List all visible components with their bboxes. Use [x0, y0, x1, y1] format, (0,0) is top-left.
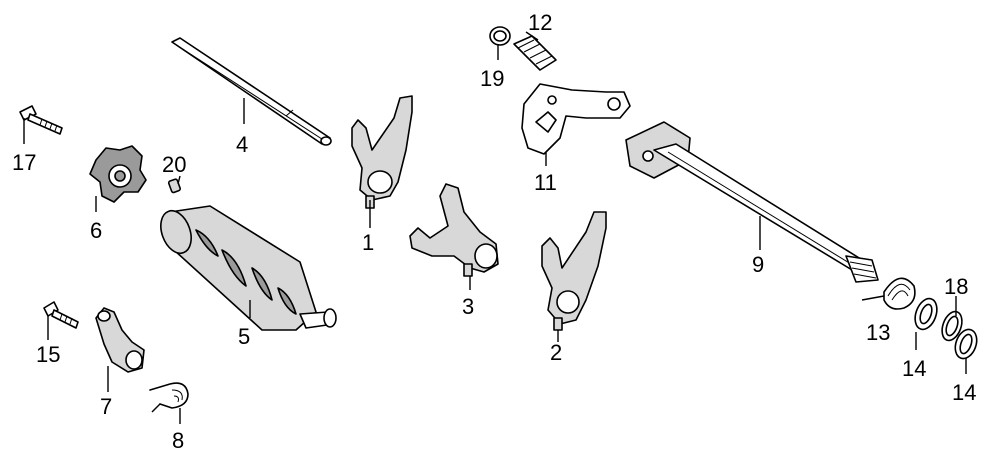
callout-3: 3 — [462, 294, 474, 319]
callout-12: 12 — [528, 10, 552, 35]
callout-14-a: 14 — [902, 356, 926, 381]
callout-20: 20 — [162, 152, 186, 177]
callout-labels: 4 17 6 20 5 1 3 2 19 12 11 9 13 14 18 14… — [12, 10, 976, 453]
part-14-washer-b — [954, 328, 978, 360]
callout-6: 6 — [90, 218, 102, 243]
callout-1: 1 — [362, 230, 374, 255]
part-8-stopper-spring — [149, 382, 189, 413]
callout-15: 15 — [36, 342, 60, 367]
part-7-drum-stopper-arm — [95, 307, 145, 373]
part-11-stopper-arm — [521, 83, 631, 155]
callout-7: 7 — [100, 394, 112, 419]
callout-14-b: 14 — [952, 380, 976, 405]
callout-4: 4 — [236, 132, 248, 157]
part-9-gearshift-spindle — [625, 121, 879, 283]
callout-13: 13 — [866, 320, 890, 345]
part-17-bolt — [19, 105, 63, 135]
part-4-shift-fork-shaft — [171, 37, 332, 146]
part-5-shift-drum — [160, 205, 337, 331]
part-20-dowel-pin — [167, 178, 181, 194]
callout-8: 8 — [172, 428, 184, 453]
callout-9: 9 — [752, 252, 764, 277]
part-13-return-spring — [861, 277, 916, 310]
part-6-shift-drum-star — [89, 145, 147, 203]
part-14-washer-a — [914, 297, 938, 331]
callout-11: 11 — [534, 170, 557, 195]
part-18-circlip — [941, 310, 963, 342]
part-1-shift-fork — [351, 95, 413, 209]
part-3-shift-fork — [409, 183, 499, 277]
part-19-clip — [489, 26, 511, 46]
callout-5: 5 — [238, 324, 250, 349]
leader-lines — [23, 31, 967, 424]
part-15-bolt — [43, 301, 79, 329]
callout-19: 19 — [480, 66, 504, 91]
callout-17: 17 — [12, 150, 36, 175]
part-2-shift-fork — [541, 211, 607, 331]
part-12-spring — [513, 35, 557, 71]
callout-18: 18 — [944, 274, 968, 299]
callout-2: 2 — [550, 340, 562, 365]
